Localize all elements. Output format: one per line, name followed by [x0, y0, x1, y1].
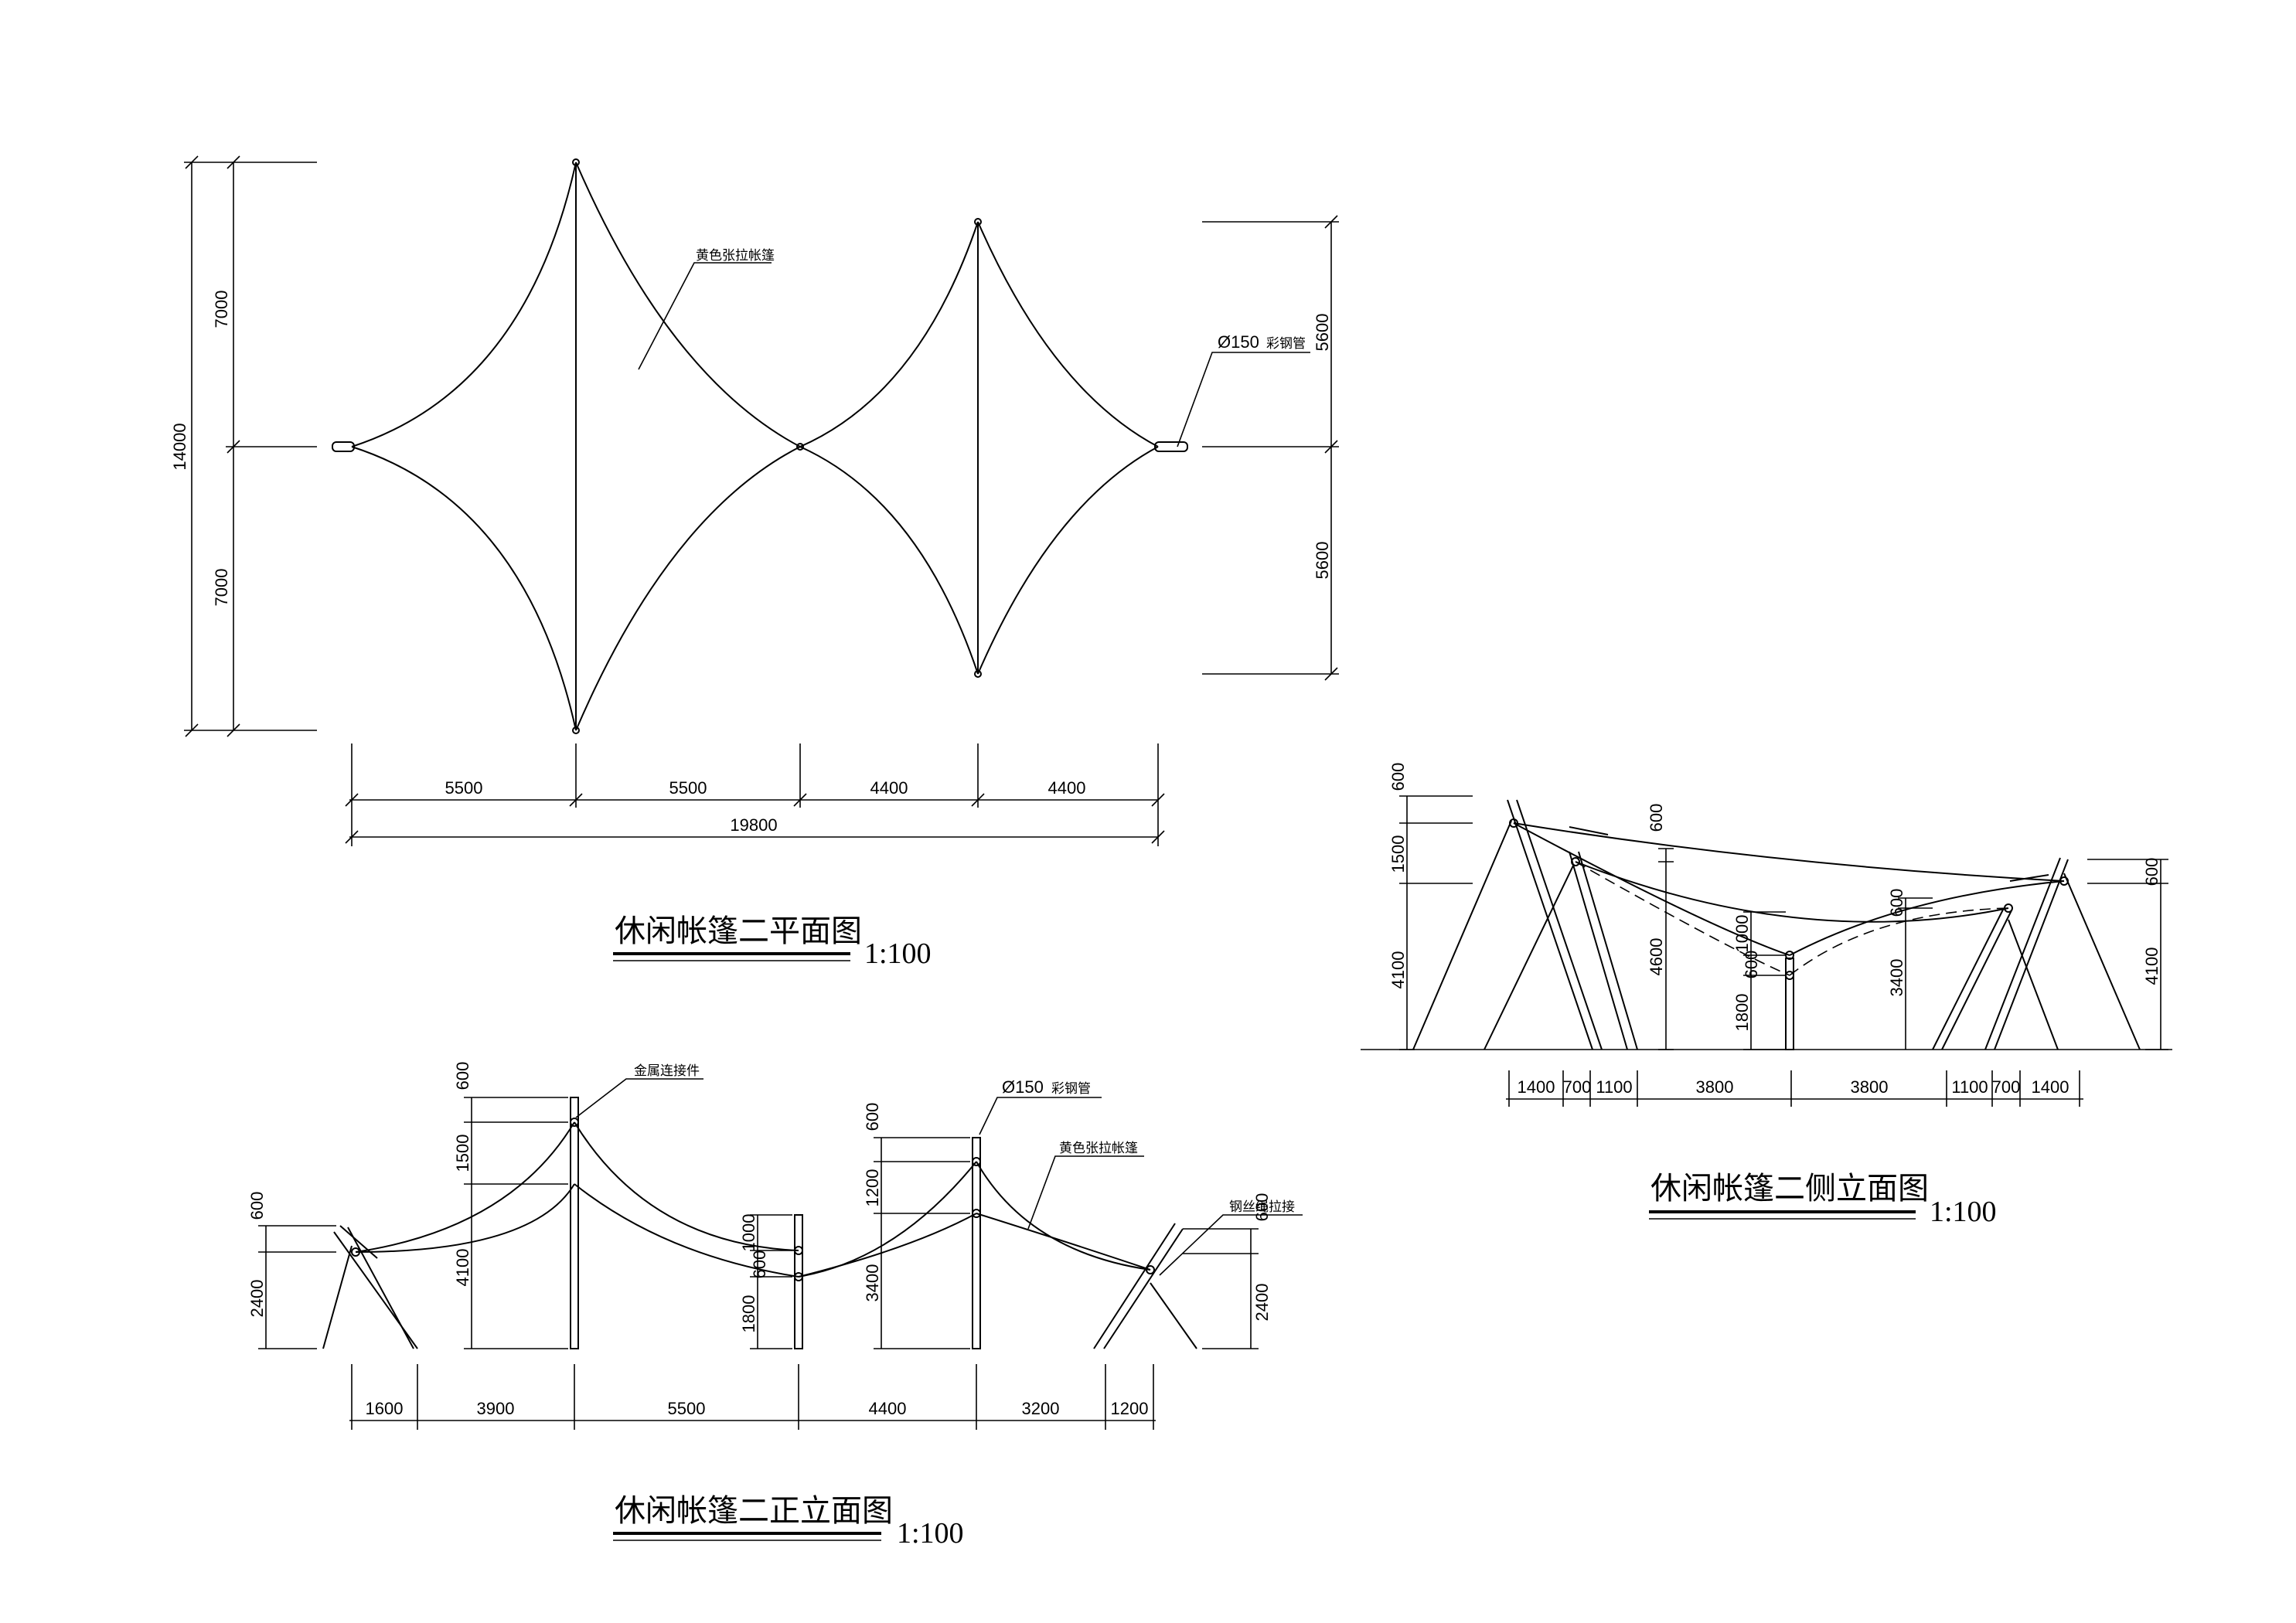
side-dim-right-inner-2: 3400	[1887, 959, 1906, 997]
plan-dim-bottom-3: 4400	[870, 778, 908, 798]
front-dim-center-1: 1000	[739, 1214, 758, 1252]
front-dim-bottom-5: 3200	[1022, 1399, 1060, 1418]
side-dim-bottom-2: 700	[1563, 1077, 1592, 1097]
front-masts	[322, 1097, 1197, 1349]
side-dim-inner-1: 600	[1647, 804, 1666, 832]
plan-view: 7000 7000 14000 5600 5600	[170, 155, 1339, 970]
side-title: 休闲帐篷二侧立面图	[1650, 1171, 1929, 1206]
side-dim-bottom-7: 700	[1992, 1077, 2021, 1097]
front-leaders	[575, 1078, 1303, 1276]
front-dim-anchor-right-1: 600	[1252, 1193, 1272, 1222]
front-dim-mast-right-3: 3400	[863, 1264, 882, 1302]
front-dim-bottom-3: 5500	[668, 1399, 706, 1418]
front-dim-mast-left-2: 1500	[453, 1135, 472, 1172]
side-dim-bottom-8: 1400	[2032, 1077, 2069, 1097]
front-scale: 1:100	[897, 1517, 964, 1550]
plan-dim-bottom-1: 5500	[445, 778, 483, 798]
plan-dims-left	[184, 155, 317, 737]
front-dim-anchor-left-1: 600	[247, 1192, 267, 1220]
plan-dim-bottom-4: 4400	[1048, 778, 1086, 798]
side-dims-bottom	[1506, 1070, 2083, 1107]
plan-dim-right-upper: 5600	[1313, 314, 1332, 352]
front-dim-anchor-left-2: 2400	[247, 1280, 267, 1318]
front-dim-center-3: 1800	[739, 1295, 758, 1333]
front-membrane	[355, 1121, 1151, 1278]
side-dim-right-inner-1: 600	[1887, 889, 1906, 917]
plan-leaders	[638, 262, 1310, 447]
side-dim-right-1: 600	[2142, 858, 2161, 886]
front-label-pipe-prefix: Ø150	[1002, 1077, 1044, 1097]
front-dim-bottom-1: 1600	[366, 1399, 404, 1418]
side-dim-inner-2: 4600	[1647, 938, 1666, 976]
front-dims-center	[750, 1214, 792, 1349]
side-dims-center	[1743, 897, 1933, 1050]
plan-dim-left-upper: 7000	[212, 291, 231, 328]
front-dim-mast-left-1: 600	[453, 1062, 472, 1091]
plan-dim-total: 19800	[730, 815, 777, 835]
side-dim-bottom-1: 1400	[1518, 1077, 1555, 1097]
front-title: 休闲帐篷二正立面图	[615, 1493, 893, 1529]
side-dims-left	[1399, 795, 1674, 1050]
front-dim-bottom-4: 4400	[869, 1399, 907, 1418]
plan-dim-left-lower: 7000	[212, 569, 231, 607]
front-dim-bottom-6: 1200	[1111, 1399, 1149, 1418]
side-masts	[1412, 799, 2141, 1050]
side-dim-left-3: 4100	[1388, 951, 1408, 989]
plan-dim-right-lower: 5600	[1313, 542, 1332, 580]
side-dim-bottom-6: 1100	[1951, 1077, 1988, 1097]
side-dim-left-2: 1500	[1388, 835, 1408, 873]
side-dim-right-2: 4100	[2142, 948, 2161, 985]
plan-label-pipe-suffix: 彩钢管	[1266, 336, 1306, 351]
front-dims-left	[258, 1097, 568, 1349]
side-dim-left-1: 600	[1388, 763, 1408, 791]
plan-scale: 1:100	[864, 937, 932, 970]
plan-dims-right	[1202, 215, 1339, 681]
plan-end-pipes	[332, 158, 1188, 734]
front-dims-bottom	[349, 1364, 1156, 1430]
plan-dim-bottom-2: 5500	[669, 778, 707, 798]
side-dim-center-1: 1000	[1732, 915, 1752, 953]
front-dim-mast-left-3: 4100	[453, 1249, 472, 1287]
front-dim-bottom-2: 3900	[477, 1399, 515, 1418]
side-dim-bottom-5: 3800	[1851, 1077, 1889, 1097]
front-label-connector: 金属连接件	[634, 1063, 700, 1078]
front-dim-mast-right-1: 600	[863, 1103, 882, 1131]
front-label-pipe-suffix: 彩钢管	[1051, 1081, 1091, 1096]
front-dim-mast-right-2: 1200	[863, 1169, 882, 1207]
side-dim-bottom-3: 1100	[1596, 1077, 1632, 1097]
side-dims-right	[2087, 859, 2168, 1050]
side-dim-center-2: 600	[1742, 951, 1761, 979]
front-label-membrane: 黄色张拉帐篷	[1059, 1141, 1138, 1155]
front-dims-mast-right	[874, 1137, 1259, 1349]
plan-label-pipe-prefix: Ø150	[1218, 332, 1259, 352]
front-elevation: 600 1500 4100 600 2400 1000 600 1800 600	[247, 1062, 1303, 1550]
plan-dim-left-total: 14000	[170, 423, 189, 470]
plan-title: 休闲帐篷二平面图	[615, 914, 862, 949]
plan-label-membrane: 黄色张拉帐篷	[696, 248, 775, 263]
plan-dims-bottom	[345, 743, 1165, 846]
plan-membrane-outline	[351, 162, 1159, 731]
side-membrane	[1513, 822, 2065, 976]
side-elevation: 600 1500 4100 600 4600 1000 600 1800 600…	[1361, 763, 2172, 1228]
front-dim-center-2: 600	[750, 1250, 769, 1279]
side-dim-bottom-4: 3800	[1696, 1077, 1734, 1097]
front-label-cable: 钢丝绳拉接	[1229, 1199, 1295, 1214]
front-dim-anchor-right-2: 2400	[1252, 1284, 1272, 1322]
side-scale: 1:100	[1930, 1196, 1997, 1228]
side-dim-center-3: 1800	[1732, 994, 1752, 1032]
